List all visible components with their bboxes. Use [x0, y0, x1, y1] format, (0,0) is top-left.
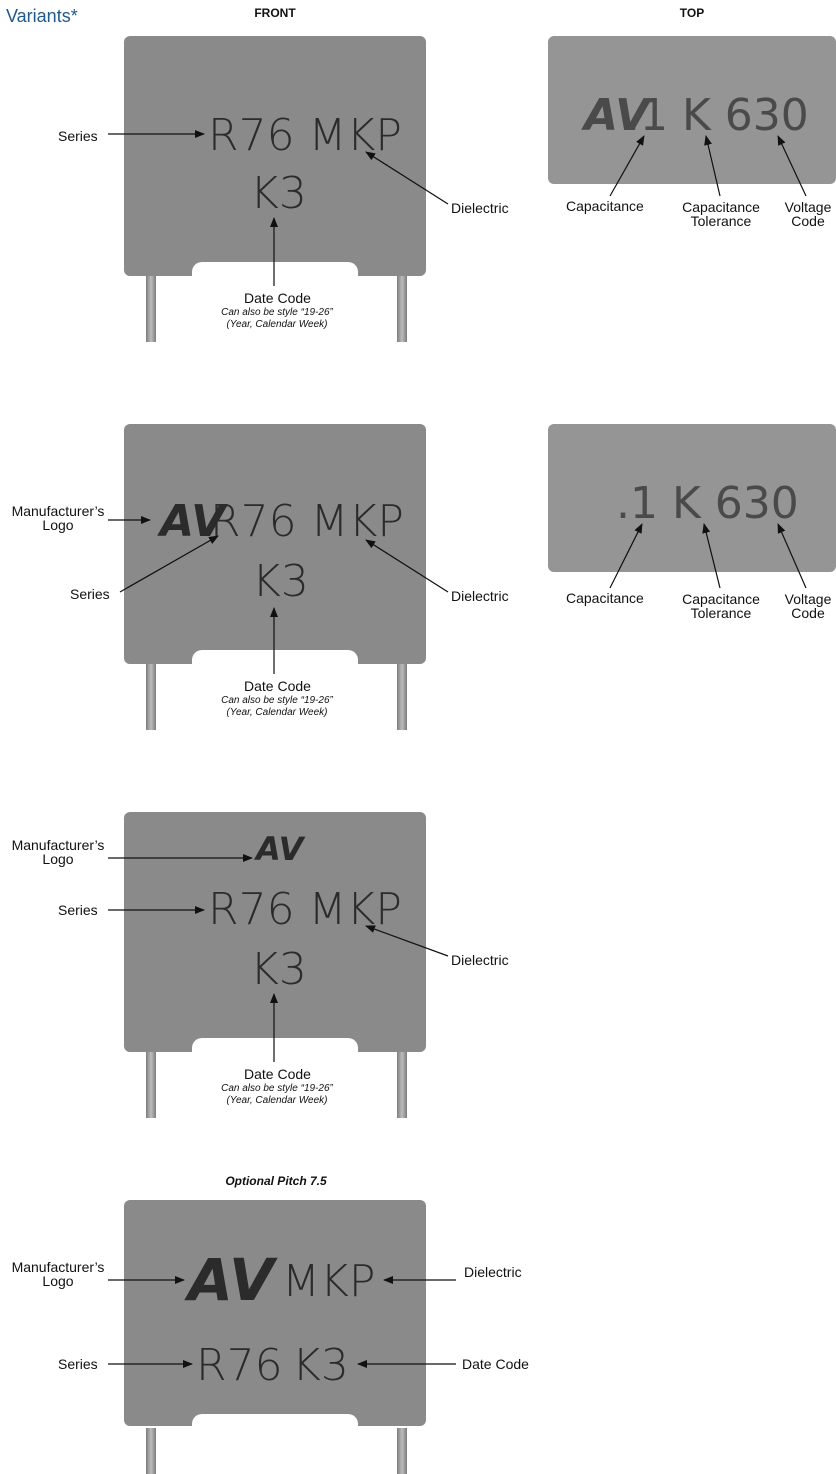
date-marking: K3: [252, 556, 309, 607]
body-notch: [192, 1038, 358, 1058]
cap-tolerance-label: Capacitance Tolerance: [682, 199, 760, 229]
top-values-marking: .1 K 630: [616, 478, 799, 529]
series-dielectric-marking: R76 MKP: [208, 110, 402, 161]
date-note-1: Can also be style “19-26”: [221, 1083, 333, 1094]
lead-left: [146, 276, 156, 342]
series-label: Series: [58, 1356, 98, 1372]
date-marking: K3: [292, 1340, 349, 1391]
dielectric-marking: MKP: [282, 1256, 376, 1307]
top-header: TOP: [679, 6, 705, 20]
date-note-1: Can also be style “19-26”: [221, 307, 333, 318]
dielectric-label: Dielectric: [451, 952, 509, 968]
lead-left: [146, 664, 156, 730]
manufacturer-logo-label: Manufacturer’s Logo: [11, 503, 105, 533]
date-note-2: (Year, Calendar Week): [226, 707, 328, 718]
cap-tolerance-label: Capacitance Tolerance: [682, 591, 760, 621]
series-label: Series: [58, 902, 98, 918]
date-code-label: Date Code: [244, 678, 311, 694]
series-label: Series: [58, 128, 98, 144]
capacitance-label: Capacitance: [566, 198, 644, 214]
series-marking: R76: [196, 1340, 283, 1391]
front-header: FRONT: [254, 6, 296, 20]
date-note-1: Can also be style “19-26”: [221, 695, 333, 706]
lead-right: [397, 276, 407, 342]
voltage-code-label: Voltage Code: [784, 591, 832, 621]
lead-right: [397, 664, 407, 730]
series-label: Series: [70, 586, 110, 602]
dielectric-label: Dielectric: [451, 588, 509, 604]
lead-left: [146, 1428, 156, 1474]
manufacturer-logo-label: Manufacturer’s Logo: [11, 1259, 105, 1289]
date-marking: K3: [250, 944, 307, 995]
logo-symbol: AV: [188, 1246, 274, 1314]
series-dielectric-marking: R76 MKP: [208, 884, 402, 935]
page-title: Variants*: [6, 6, 78, 26]
date-code-label: Date Code: [244, 1066, 311, 1082]
body-notch: [192, 1414, 358, 1434]
date-marking: K3: [250, 168, 307, 219]
logo-symbol: AV: [584, 90, 650, 141]
series-dielectric-marking: R76 MKP: [210, 496, 404, 547]
dielectric-label: Dielectric: [451, 200, 509, 216]
lead-left: [146, 1052, 156, 1118]
date-note-2: (Year, Calendar Week): [226, 1095, 328, 1106]
capacitance-label: Capacitance: [566, 590, 644, 606]
body-notch: [192, 262, 358, 282]
top-values-marking: .1 K 630: [626, 90, 809, 141]
lead-right: [397, 1052, 407, 1118]
date-code-label: Date Code: [462, 1356, 529, 1372]
capacitor-body: [124, 1200, 426, 1426]
body-notch: [192, 650, 358, 670]
date-note-2: (Year, Calendar Week): [226, 319, 328, 330]
lead-right: [397, 1428, 407, 1474]
dielectric-label: Dielectric: [464, 1264, 522, 1280]
manufacturer-logo-label: Manufacturer’s Logo: [11, 837, 105, 867]
optional-pitch-label: Optional Pitch 7.5: [225, 1174, 327, 1188]
voltage-code-label: Voltage Code: [784, 199, 832, 229]
date-code-label: Date Code: [244, 290, 311, 306]
logo-symbol: AV: [256, 830, 304, 868]
